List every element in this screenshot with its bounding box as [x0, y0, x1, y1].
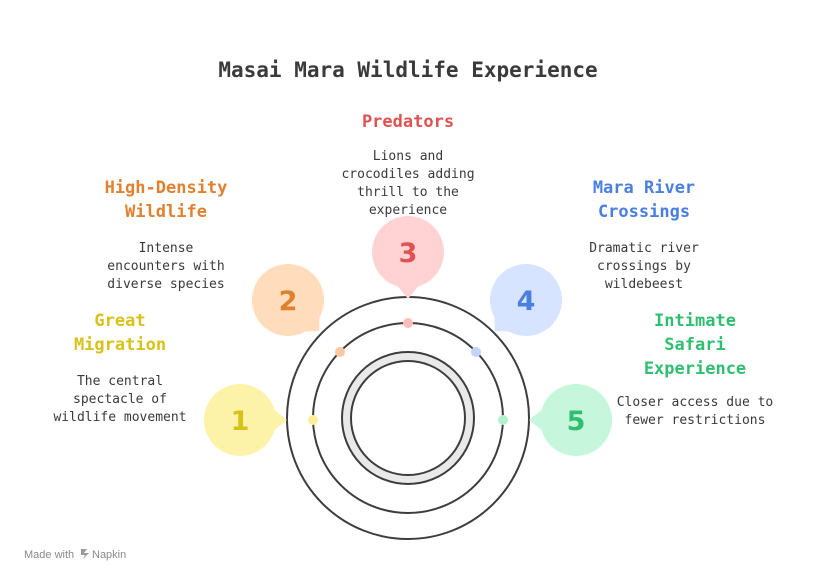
step-description-line: wildlife movement	[53, 410, 186, 425]
step-heading-line: Migration	[74, 335, 166, 355]
bubble-pointer	[396, 284, 420, 299]
inner-core	[350, 360, 466, 476]
step-number: 5	[567, 406, 586, 437]
step-number: 4	[517, 286, 536, 317]
step-description-line: crocodiles adding	[341, 167, 474, 182]
ring-dot	[335, 347, 345, 357]
step-description-line: thrill to the	[357, 185, 459, 200]
step-description-line: wildebeest	[605, 277, 683, 292]
concentric-rings	[286, 296, 530, 540]
page-title: Masai Mara Wildlife Experience	[218, 58, 597, 82]
step-description-line: spectacle of	[73, 392, 167, 407]
number-bubble	[372, 216, 444, 288]
step-heading-line: Crossings	[598, 202, 690, 222]
step-number: 1	[231, 406, 250, 437]
footer-brand: Made with Napkin	[24, 549, 126, 561]
number-bubble	[252, 264, 324, 336]
number-bubble	[540, 384, 612, 456]
footer-made-with: Made with	[24, 549, 74, 561]
step-description-line: Intense	[139, 241, 194, 256]
number-bubble	[204, 384, 276, 456]
napkin-logo-icon	[81, 549, 89, 559]
step-number: 3	[399, 238, 418, 269]
ring-dot	[498, 415, 508, 425]
step-heading-line: High-Density	[105, 178, 228, 198]
number-bubble	[490, 264, 562, 336]
step-description-line: experience	[369, 203, 447, 218]
step-heading-line: Mara River	[593, 178, 695, 198]
step-description-line: diverse species	[107, 277, 224, 292]
step-number: 2	[279, 286, 298, 317]
step-description-line: encounters with	[107, 259, 224, 274]
step-description-line: Dramatic river	[589, 241, 699, 256]
bubble-pointer	[529, 408, 544, 432]
ring-dot	[471, 347, 481, 357]
step-description-line: Lions and	[373, 149, 443, 164]
ring-dot	[403, 318, 413, 328]
step-heading-line: Intimate	[654, 311, 736, 331]
step-description-line: Closer access due to	[617, 395, 774, 410]
step-description-line: crossings by	[597, 259, 691, 274]
step-heading-line: Safari	[664, 335, 725, 355]
bubble-pointer	[272, 408, 287, 432]
step-heading-line: Wildlife	[125, 202, 207, 222]
step-heading-line: Great	[94, 311, 145, 331]
step-description-line: fewer restrictions	[625, 413, 766, 428]
step-heading-line: Experience	[644, 359, 746, 379]
footer-brand-name: Napkin	[92, 549, 126, 561]
ring-dot	[308, 415, 318, 425]
step-description-line: The central	[77, 374, 163, 389]
step-heading-line: Predators	[362, 112, 454, 132]
